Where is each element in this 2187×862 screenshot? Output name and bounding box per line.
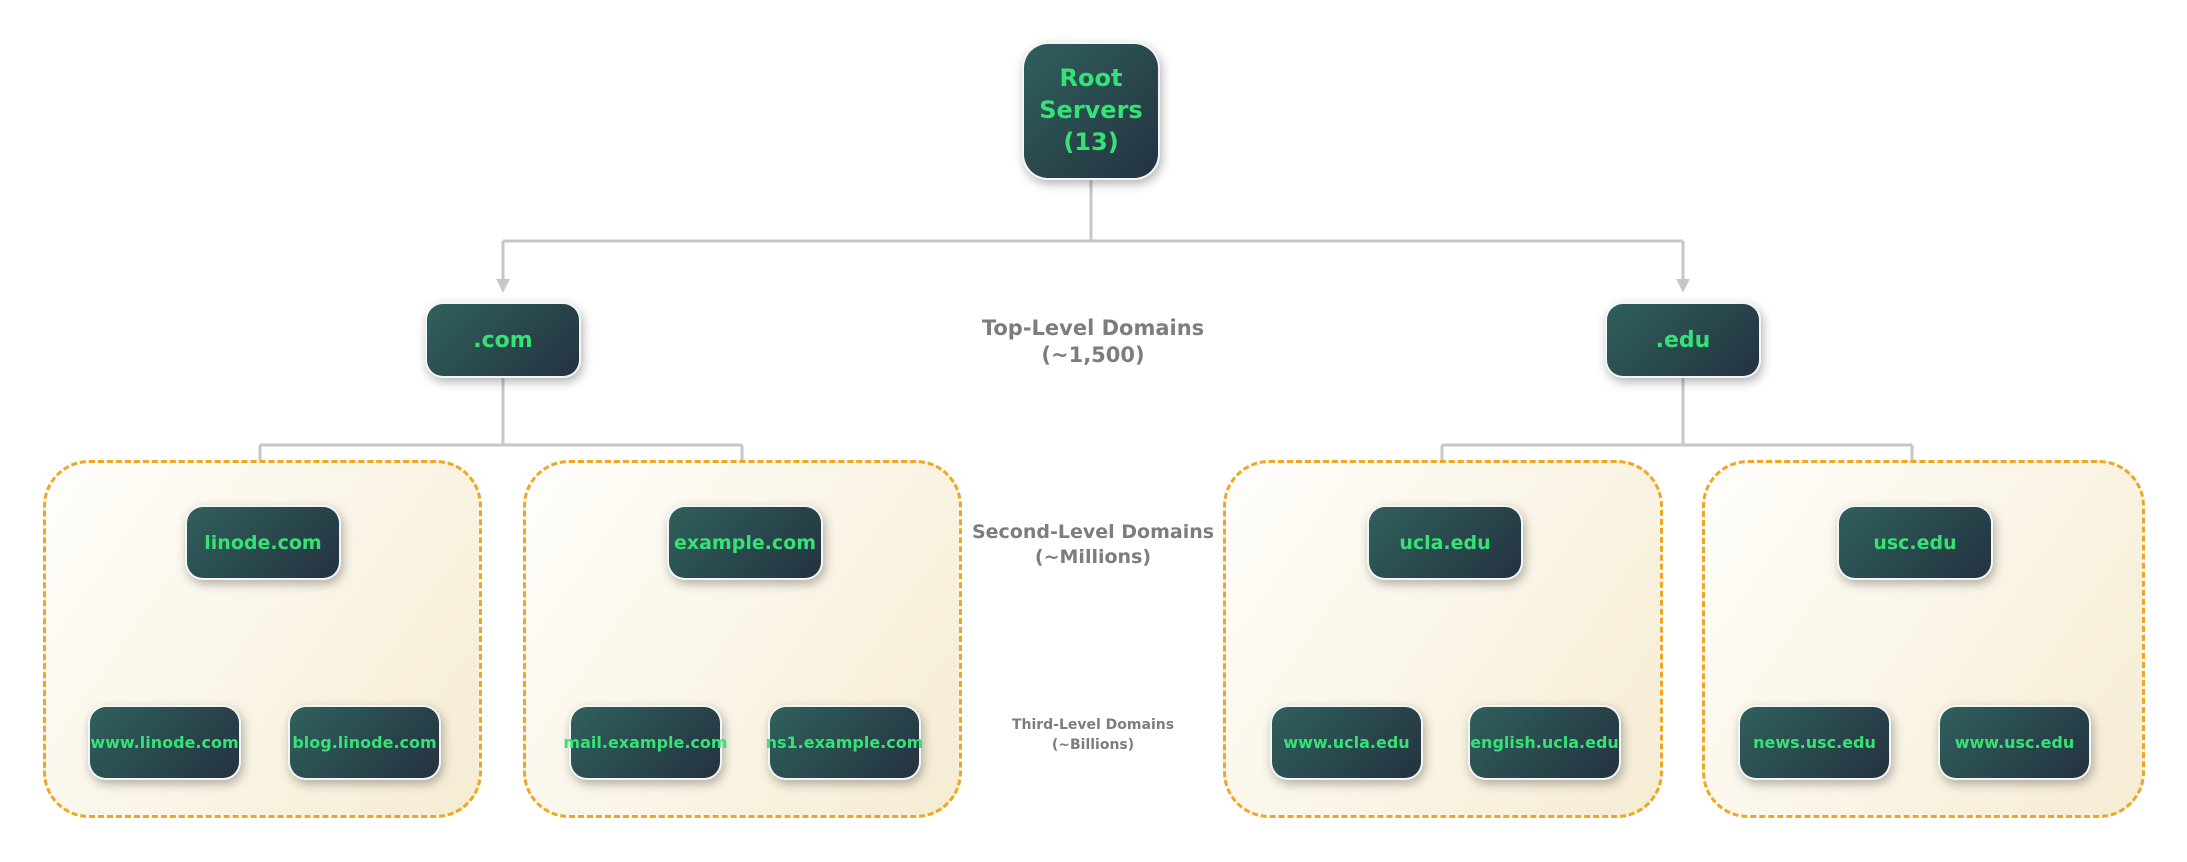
node-sld-usc-edu: usc.edu <box>1837 505 1993 580</box>
node-third-www-ucla-edu: www.ucla.edu <box>1270 705 1423 780</box>
node-third-www-linode-com: www.linode.com <box>88 705 241 780</box>
node-tld-edu: .edu <box>1605 302 1761 378</box>
node-third-english-ucla-edu: english.ucla.edu <box>1468 705 1621 780</box>
label-top-level-count: (~1,500) <box>1041 342 1145 367</box>
group-usc-edu: usc.edu news.usc.edu www.usc.edu <box>1702 460 2145 818</box>
label-top-level-title: Top-Level Domains <box>981 316 1205 340</box>
node-tld-com: .com <box>425 302 581 378</box>
label-top-level-domains: Top-Level Domains (~1,500) <box>913 315 1273 369</box>
node-root-servers: Root Servers (13) <box>1022 42 1160 180</box>
node-sld-ucla-edu: ucla.edu <box>1367 505 1523 580</box>
label-second-level-title: Second-Level Domains <box>971 521 1215 543</box>
node-third-www-usc-edu: www.usc.edu <box>1938 705 2091 780</box>
node-sld-linode-com: linode.com <box>185 505 341 580</box>
label-third-level-count: (~Billions) <box>1051 736 1135 753</box>
group-ucla-edu: ucla.edu www.ucla.edu english.ucla.edu <box>1223 460 1663 818</box>
group-example-com: example.com mail.example.com ns1.example… <box>523 460 962 818</box>
label-third-level-title: Third-Level Domains <box>1011 717 1175 733</box>
label-third-level-domains: Third-Level Domains (~Billions) <box>913 716 1273 755</box>
node-third-mail-example-com: mail.example.com <box>563 705 728 780</box>
node-third-blog-linode-com: blog.linode.com <box>288 705 441 780</box>
node-third-news-usc-edu: news.usc.edu <box>1738 705 1891 780</box>
label-second-level-domains: Second-Level Domains (~Millions) <box>913 520 1273 569</box>
label-second-level-count: (~Millions) <box>1034 545 1152 568</box>
group-linode-com: linode.com www.linode.com blog.linode.co… <box>43 460 482 818</box>
node-third-ns1-example-com: ns1.example.com <box>766 705 923 780</box>
node-sld-example-com: example.com <box>667 505 823 580</box>
